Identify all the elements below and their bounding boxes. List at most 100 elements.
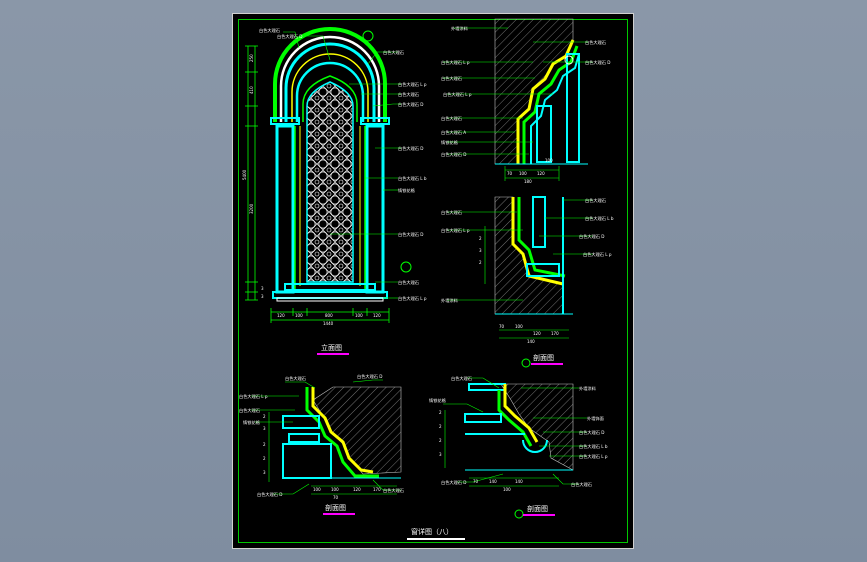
label-elev-11: 白色大理石 [398,279,419,286]
dim-sec2-170: 170 [551,331,559,336]
label-sec2-4: 白色大理石 L p [441,227,470,234]
cad-drawing: 250 410 3200 5400 3 3 120 100 800 100 12… [239,18,614,540]
dim-br-2b: 2 [439,424,442,429]
detail-marker-mid [400,261,412,273]
label-br-2: 外墙涂料 [579,385,597,392]
elevation-title: 立面图 [321,343,342,352]
dim-br-70: 70 [473,479,479,484]
right-capital [360,117,390,125]
dim-br-140b: 140 [515,479,523,484]
profile-yellow-top [516,39,575,164]
dim-sec2-140: 140 [527,339,535,344]
label-br-8: 白色大理石 [571,481,592,488]
dim-sec1-120: 120 [537,171,545,176]
profile-yellow-mid [511,197,564,286]
dim-100a: 100 [295,313,303,318]
label-sec1-4: 白色大理石 D [585,59,611,66]
dim-sec1-180: 180 [524,179,532,184]
section-title-3: 剖面图 [527,504,548,513]
sheet-title-underline [407,538,465,540]
label-elev-1: 白色大理石 [259,27,280,34]
elevation-title-underline [317,353,349,355]
window-base [272,291,388,299]
label-br-6: 白色大理石 L p [579,453,608,460]
dim-sec2-2b: 2 [479,260,482,265]
label-sec1-6: 白色大理石 L p [443,91,472,98]
dim-5400: 5400 [242,169,247,180]
dim-bl-70: 70 [333,495,339,500]
label-elev-3: 白色大理石 [383,49,404,56]
dim-sec2-120: 120 [533,331,541,336]
dim-410: 410 [249,86,254,94]
dim-sec2-3: 3 [479,248,482,253]
dim-3200: 3200 [249,203,254,214]
label-bl-6: 白色大理石 D [257,491,283,498]
section-title-2-underline [323,513,355,515]
detail-marker-sec4 [514,509,524,519]
label-elev-2: 白色大理石 D [277,33,303,40]
sheet-border [238,19,628,543]
label-sec2-1: 白色大理石 [585,197,606,204]
label-elev-8: 白色大理石 L b [398,175,427,182]
drawing-sheet: 250 410 3200 5400 3 3 120 100 800 100 12… [232,13,634,549]
label-sec1-7: 白色大理石 [441,115,462,122]
dim-1440: 1440 [323,321,334,326]
window-sill [284,283,376,291]
label-elev-12: 白色大理石 L p [398,295,427,302]
sheet-title: 窗详图（八） [411,527,453,536]
label-bl-4: 白色大理石 [239,407,260,414]
dim-bl-2c: 2 [263,456,266,461]
window-elevation: 250 410 3200 5400 3 3 120 100 800 100 12… [242,27,427,355]
left-capital [270,117,300,125]
dim-3a: 3 [261,286,264,291]
dim-250: 250 [249,54,254,62]
label-sec1-3: 白色大理石 L p [441,59,470,66]
label-br-7: 白色大理石 D [441,479,467,486]
arch-cyan-band [284,42,376,122]
lancet-arch [302,75,358,122]
label-sec1-2: 白色大理石 [585,39,606,46]
label-sec2-5: 白色大理石 D [579,233,605,240]
label-br-1: 白色大理石 [451,375,472,382]
dim-sec2-2a: 2 [479,236,482,241]
label-sec1-8: 白色大理石 A [441,129,466,136]
dim-sec1-100b: 100 [545,158,553,163]
label-elev-7: 白色大理石 D [398,145,424,152]
dim-120a: 120 [277,313,285,318]
label-sec1-1: 外墙涂料 [451,25,469,32]
dim-bl-2b: 2 [263,442,266,447]
label-elev-4: 白色大理石 L p [398,81,427,88]
label-br-4: 白色大理石 D [579,429,605,436]
label-br-9: 铸铁花格 [429,397,447,404]
arch-outer-band [273,27,387,122]
dim-120b: 120 [373,313,381,318]
dim-br-3: 3 [439,452,442,457]
right-pilaster [365,124,385,294]
section-mid: 白色大理石 白色大理石 白色大理石 L b 白色大理石 L p 白色大理石 D … [441,196,614,368]
label-sec2-6: 白色大理石 L p [583,251,612,258]
label-sec1-10: 白色大理石 D [441,151,467,158]
section-bottom-right: 白色大理石 外墙涂料 外墙饰面 白色大理石 D 白色大理石 L b 白色大理石 … [429,375,608,519]
dim-3b: 3 [261,294,264,299]
label-elev-10: 白色大理石 D [398,231,424,238]
left-pilaster [275,124,295,294]
wall-hatch-bl [312,386,402,475]
section-title-2: 剖面图 [325,503,346,512]
section-title-1-underline [531,363,563,365]
dim-100b: 100 [355,313,363,318]
section-top: 外墙涂料 白色大理石 白色大理石 L p 白色大理石 D 白色大理石 白色大理石… [441,18,611,184]
dim-br-2c: 2 [439,438,442,443]
label-sec2-7: 外墙涂料 [441,297,459,304]
label-sec2-2: 白色大理石 [441,209,462,216]
label-bl-2: 白色大理石 D [357,373,383,380]
dim-bl-2a: 2 [263,414,266,419]
dim-bl-3b: 3 [263,470,266,475]
wall-hatch-br [500,383,574,471]
lattice-panel [306,81,354,283]
dim-sec1-70: 70 [507,171,513,176]
detail-marker-top [362,30,374,42]
label-sec2-3: 白色大理石 L b [585,215,614,222]
section-title-3-underline [523,514,555,516]
dim-800: 800 [325,313,333,318]
dim-bl-170: 170 [373,487,381,492]
